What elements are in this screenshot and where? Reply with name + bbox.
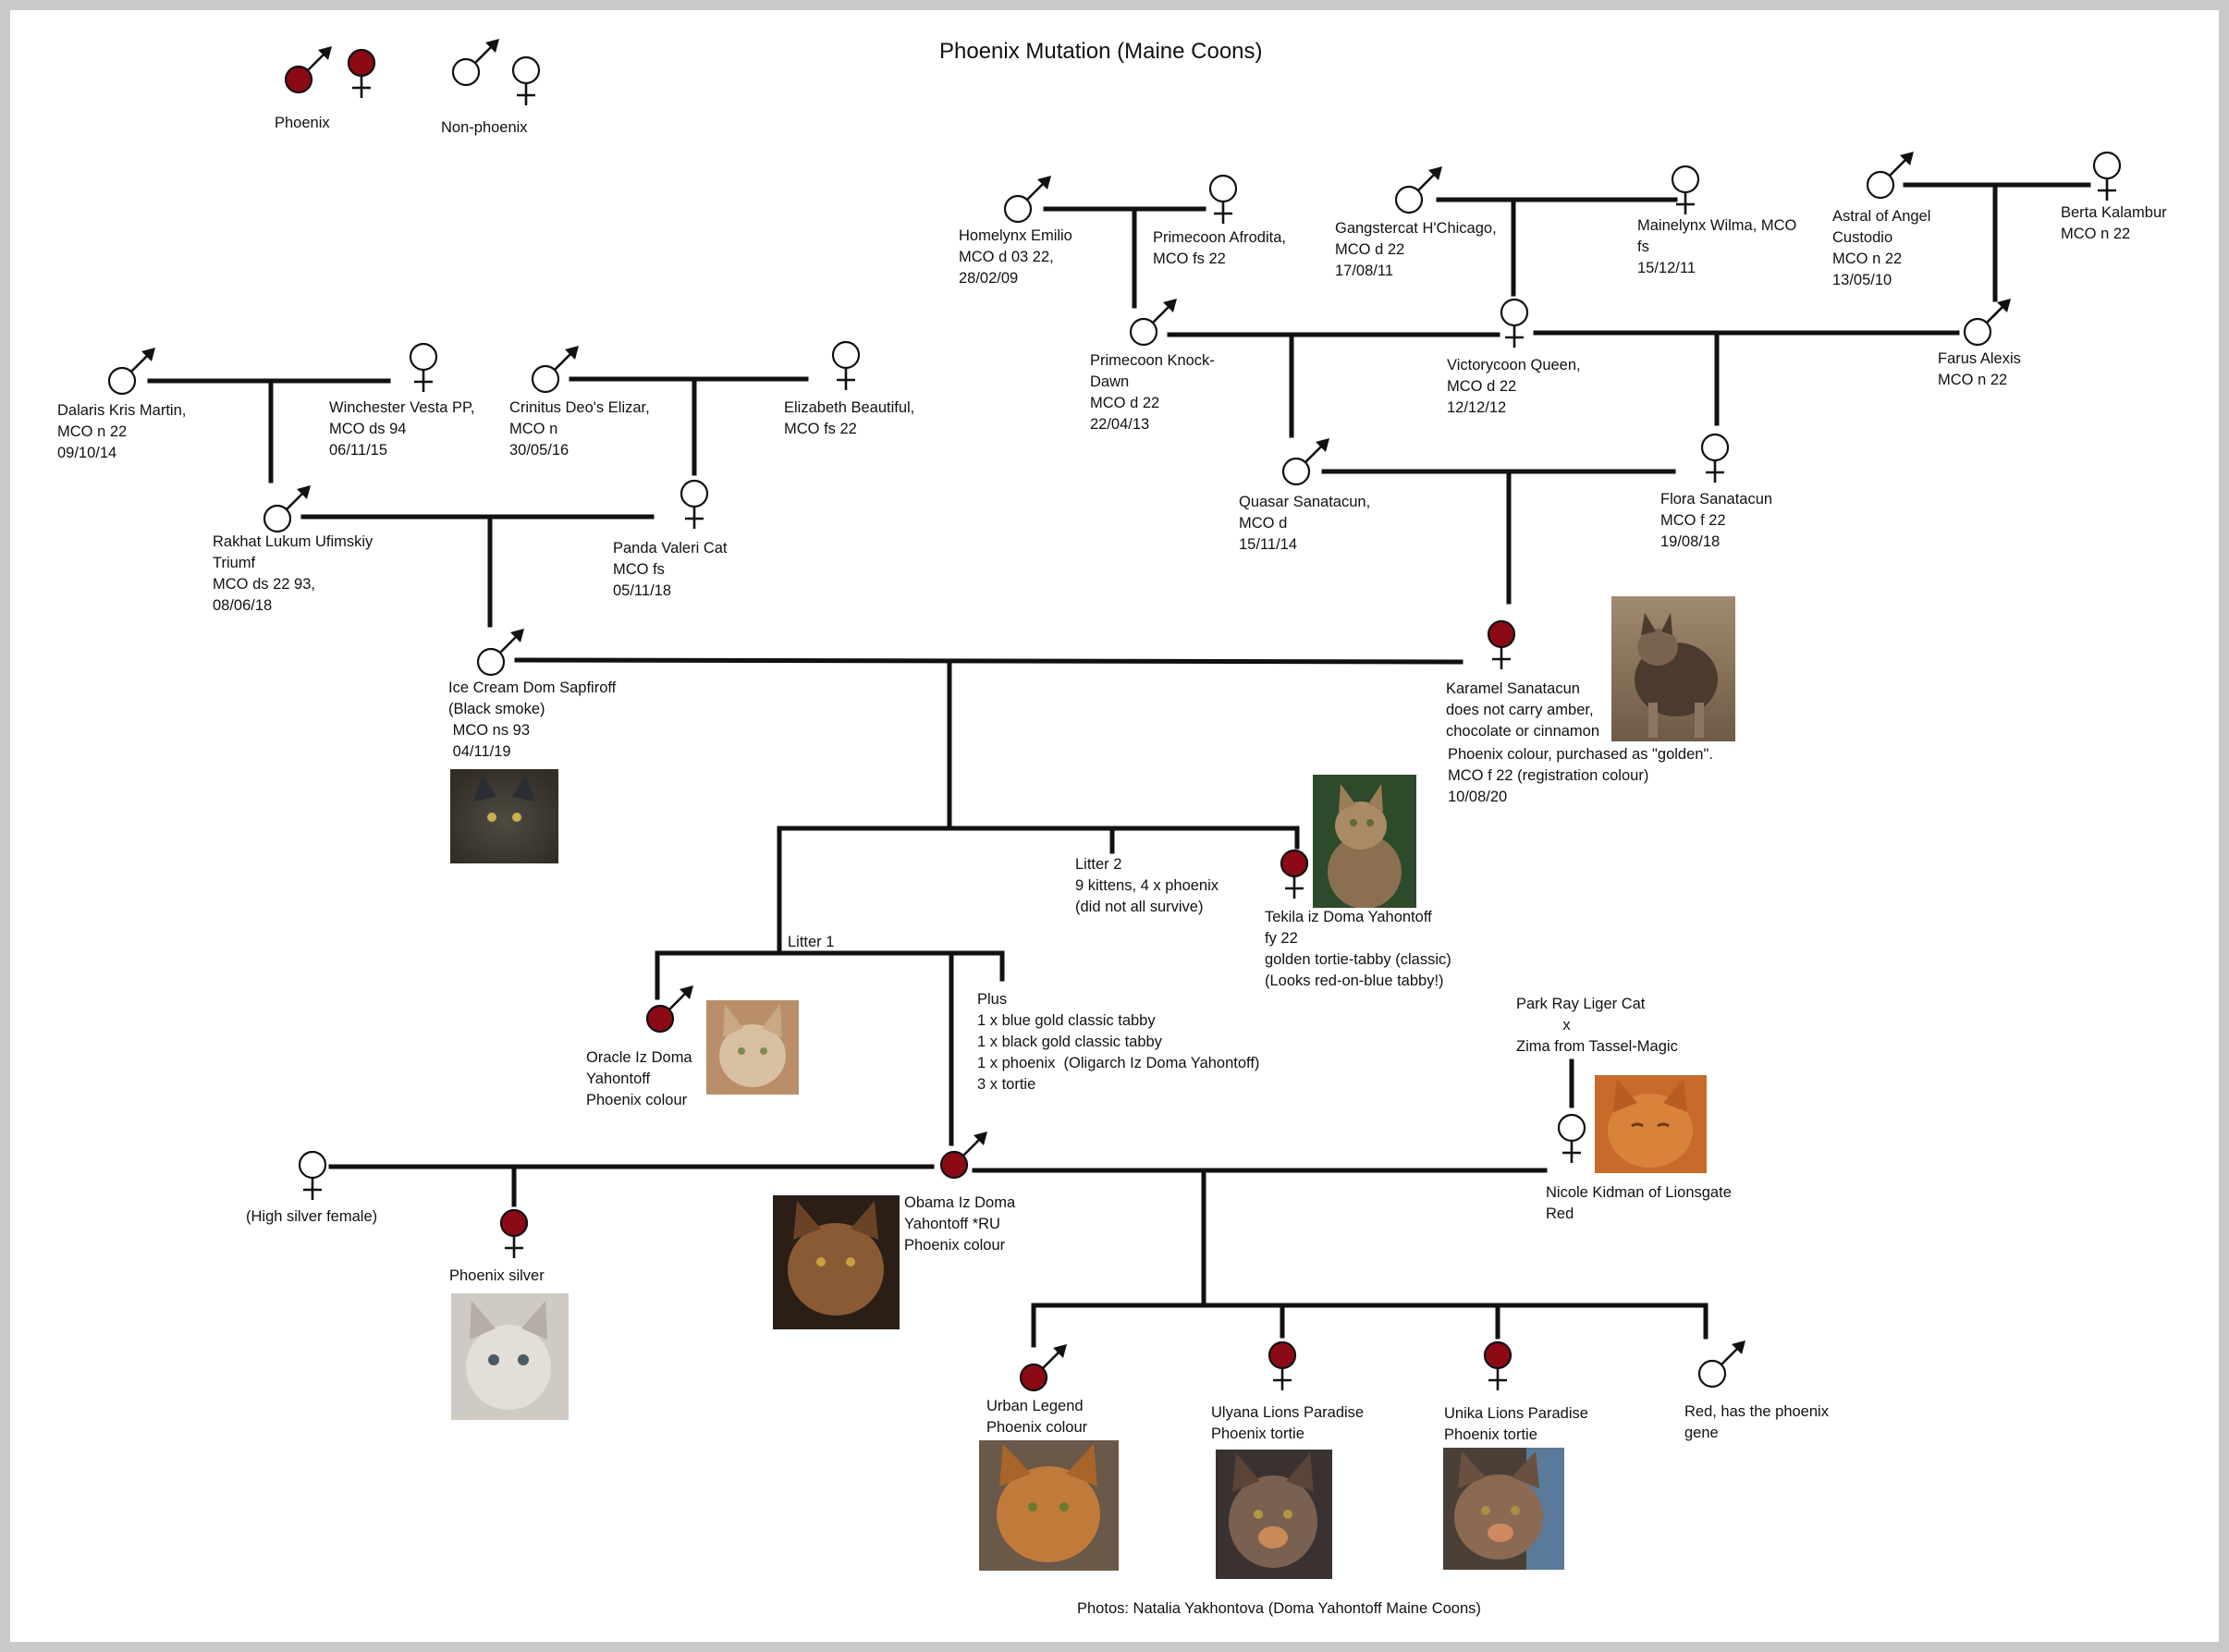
phoenixsilver-female-icon — [499, 1208, 529, 1258]
urban-male-icon — [1019, 1344, 1067, 1392]
karamel-label: Karamel Sanatacun does not carry amber, … — [1446, 680, 1600, 740]
rakhat-male-icon — [263, 485, 311, 533]
astral-male-icon — [1866, 152, 1914, 200]
oracle-photo — [706, 1000, 799, 1095]
highsilver-female-icon — [298, 1150, 327, 1200]
nicole-photo — [1595, 1075, 1707, 1173]
crinitus-male-icon — [531, 346, 579, 394]
victorycoon-label: Victorycoon Queen, MCO d 22 12/12/12 — [1447, 357, 1581, 416]
karamel-photo — [1611, 596, 1735, 741]
icecream-label: Ice Cream Dom Sapfiroff (Black smoke) MC… — [448, 679, 617, 760]
elizabeth-female-icon — [831, 340, 861, 390]
mainelynx-label: Mainelynx Wilma, MCO fs 15/12/11 — [1637, 217, 1797, 276]
unika-female-icon — [1483, 1340, 1513, 1390]
litter1-label: Litter 1 — [788, 934, 835, 950]
plus-label: Plus 1 x blue gold classic tabby 1 x bla… — [977, 991, 1260, 1093]
dalaris-label: Dalaris Kris Martin, MCO n 22 09/10/14 — [57, 402, 187, 461]
obama-male-icon — [939, 1132, 987, 1180]
tekila-female-icon — [1280, 849, 1309, 899]
oracle-male-icon — [645, 985, 693, 1034]
karamel-note: Phoenix colour, purchased as "golden". M… — [1448, 746, 1713, 805]
knockdawn-male-icon — [1129, 299, 1177, 347]
berta-label: Berta Kalambur MCO n 22 — [2061, 204, 2167, 242]
farus-label: Farus Alexis MCO n 22 — [1938, 350, 2021, 388]
oracle-label: Oracle Iz Doma Yahontoff Phoenix colour — [586, 1049, 692, 1108]
crinitus-label: Crinitus Deo's Elizar, MCO n 30/05/16 — [509, 399, 650, 459]
unika-label: Unika Lions Paradise Phoenix tortie — [1444, 1405, 1588, 1443]
urban-photo — [979, 1440, 1119, 1571]
red-label: Red, has the phoenix gene — [1684, 1403, 1829, 1441]
red-male-icon — [1697, 1340, 1745, 1389]
winchester-label: Winchester Vesta PP, MCO ds 94 06/11/15 — [329, 399, 475, 459]
photo-credit: Photos: Natalia Yakhontova (Doma Yahonto… — [1077, 1600, 1481, 1617]
tekila-label: Tekila iz Doma Yahontoff fy 22 golden to… — [1265, 909, 1451, 989]
astral-label: Astral of Angel Custodio MCO n 22 13/05/… — [1832, 208, 1931, 288]
ulyana-label: Ulyana Lions Paradise Phoenix tortie — [1211, 1404, 1365, 1442]
quasar-male-icon — [1281, 438, 1329, 486]
legend-non-phoenix-label: Non-phoenix — [441, 119, 528, 136]
elizabeth-label: Elizabeth Beautiful, MCO fs 22 — [784, 399, 915, 437]
parkray-label: Park Ray Liger Cat x Zima from Tassel-Ma… — [1516, 996, 1678, 1055]
homelynx-label: Homelynx Emilio MCO d 03 22, 28/02/09 — [959, 227, 1072, 287]
homelynx-male-icon — [1003, 176, 1051, 224]
phoenix-female-icon — [347, 48, 376, 98]
obama-label: Obama Iz Doma Yahontoff *RU Phoenix colo… — [904, 1194, 1016, 1254]
farus-male-icon — [1963, 299, 2011, 347]
gangstercat-label: Gangstercat H'Chicago, MCO d 22 17/08/11 — [1335, 220, 1497, 279]
highsilver-label: (High silver female) — [246, 1208, 378, 1225]
afrodita-label: Primecoon Afrodita, MCO fs 22 — [1153, 229, 1286, 267]
panda-female-icon — [680, 479, 709, 529]
unika-photo — [1443, 1448, 1564, 1570]
tekila-photo — [1313, 775, 1416, 908]
winchester-female-icon — [409, 342, 438, 392]
rakhat-label: Rakhat Lukum Ufimskiy Triumf MCO ds 22 9… — [213, 533, 374, 614]
legend-phoenix-label: Phoenix — [275, 115, 330, 131]
urban-label: Urban Legend Phoenix colour — [986, 1398, 1088, 1436]
page-title: Phoenix Mutation (Maine Coons) — [939, 39, 1263, 64]
litter2-label: Litter 2 9 kittens, 4 x phoenix (did not… — [1075, 856, 1219, 915]
phoenixsilver-photo — [451, 1293, 569, 1420]
knockdawn-label: Primecoon Knock- Dawn MCO d 22 22/04/13 — [1090, 352, 1215, 433]
nicole-label: Nicole Kidman of Lionsgate Red — [1546, 1184, 1732, 1222]
dalaris-male-icon — [107, 348, 155, 396]
afrodita-female-icon — [1208, 174, 1238, 224]
mainelynx-female-icon — [1671, 165, 1700, 214]
ulyana-female-icon — [1268, 1340, 1297, 1390]
karamel-female-icon — [1487, 619, 1516, 669]
nicole-female-icon — [1557, 1113, 1586, 1163]
icecream-photo — [450, 769, 558, 863]
flora-label: Flora Sanatacun MCO f 22 19/08/18 — [1660, 491, 1773, 550]
phoenixsilver-label: Phoenix silver — [449, 1267, 545, 1284]
gangstercat-male-icon — [1394, 166, 1442, 214]
obama-photo — [773, 1195, 900, 1329]
panda-label: Panda Valeri Cat MCO fs 05/11/18 — [613, 540, 728, 599]
flora-female-icon — [1700, 433, 1730, 483]
quasar-label: Quasar Sanatacun, MCO d 15/11/14 — [1239, 494, 1371, 553]
victorycoon-female-icon — [1500, 298, 1529, 348]
ulyana-photo — [1216, 1450, 1332, 1579]
non-phoenix-female-icon — [511, 55, 541, 105]
icecream-male-icon — [476, 629, 524, 677]
pair-line — [514, 657, 1464, 665]
non-phoenix-male-icon — [451, 39, 499, 87]
berta-female-icon — [2092, 151, 2122, 201]
phoenix-male-icon — [284, 46, 332, 94]
